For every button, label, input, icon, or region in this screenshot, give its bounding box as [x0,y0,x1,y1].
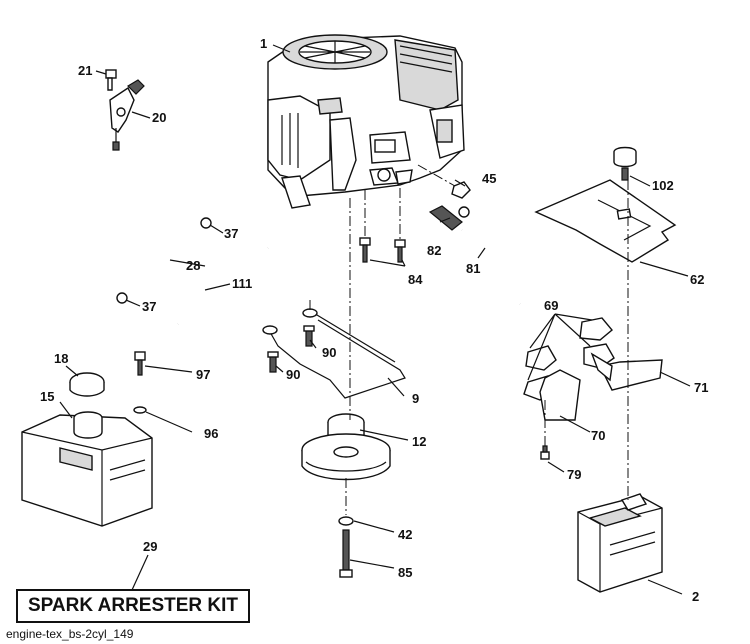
callout-62: 62 [690,272,704,287]
fuel-lines [116,217,269,325]
callout-28: 28 [186,258,200,273]
callout-71: 71 [694,380,708,395]
callout-15: 15 [40,389,54,404]
callout-82: 82 [427,243,441,258]
callout-79: 79 [567,467,581,482]
callout-90a: 90 [322,345,336,360]
exhaust-pipes [523,317,663,460]
callout-90b: 90 [286,367,300,382]
callout-18: 18 [54,351,68,366]
callouts: 1 21 20 45 102 37 82 28 81 84 111 62 69 … [40,36,708,604]
callout-85: 85 [398,565,412,580]
callout-97: 97 [196,367,210,382]
callout-9: 9 [412,391,419,406]
heat-shield [534,146,677,263]
alignment-lines [309,164,629,515]
engine [267,34,465,209]
leader-lines [59,44,691,595]
callout-70: 70 [591,428,605,443]
callout-2: 2 [692,589,699,604]
belt-guide [262,308,406,399]
callout-29: 29 [143,539,157,554]
bolts [359,237,406,263]
callout-111: 111 [232,276,252,291]
callout-69: 69 [544,298,558,313]
callout-45: 45 [482,171,496,186]
fuel-tank [21,351,153,527]
callout-81: 81 [466,261,480,276]
spark-arrester-kit-label: SPARK ARRESTER KIT [16,589,250,623]
fittings [428,181,522,306]
callout-12: 12 [412,434,426,449]
callout-102: 102 [652,178,674,193]
choke-control [105,69,145,151]
callout-37a: 37 [224,226,238,241]
callout-37b: 37 [142,299,156,314]
callout-20: 20 [152,110,166,125]
callout-96: 96 [204,426,218,441]
callout-42: 42 [398,527,412,542]
muffler [577,493,663,593]
callout-21: 21 [78,63,92,78]
callout-1: 1 [260,36,267,51]
diagram-code: engine-tex_bs-2cyl_149 [6,627,134,641]
callout-84: 84 [408,272,423,287]
pulley [301,413,391,578]
